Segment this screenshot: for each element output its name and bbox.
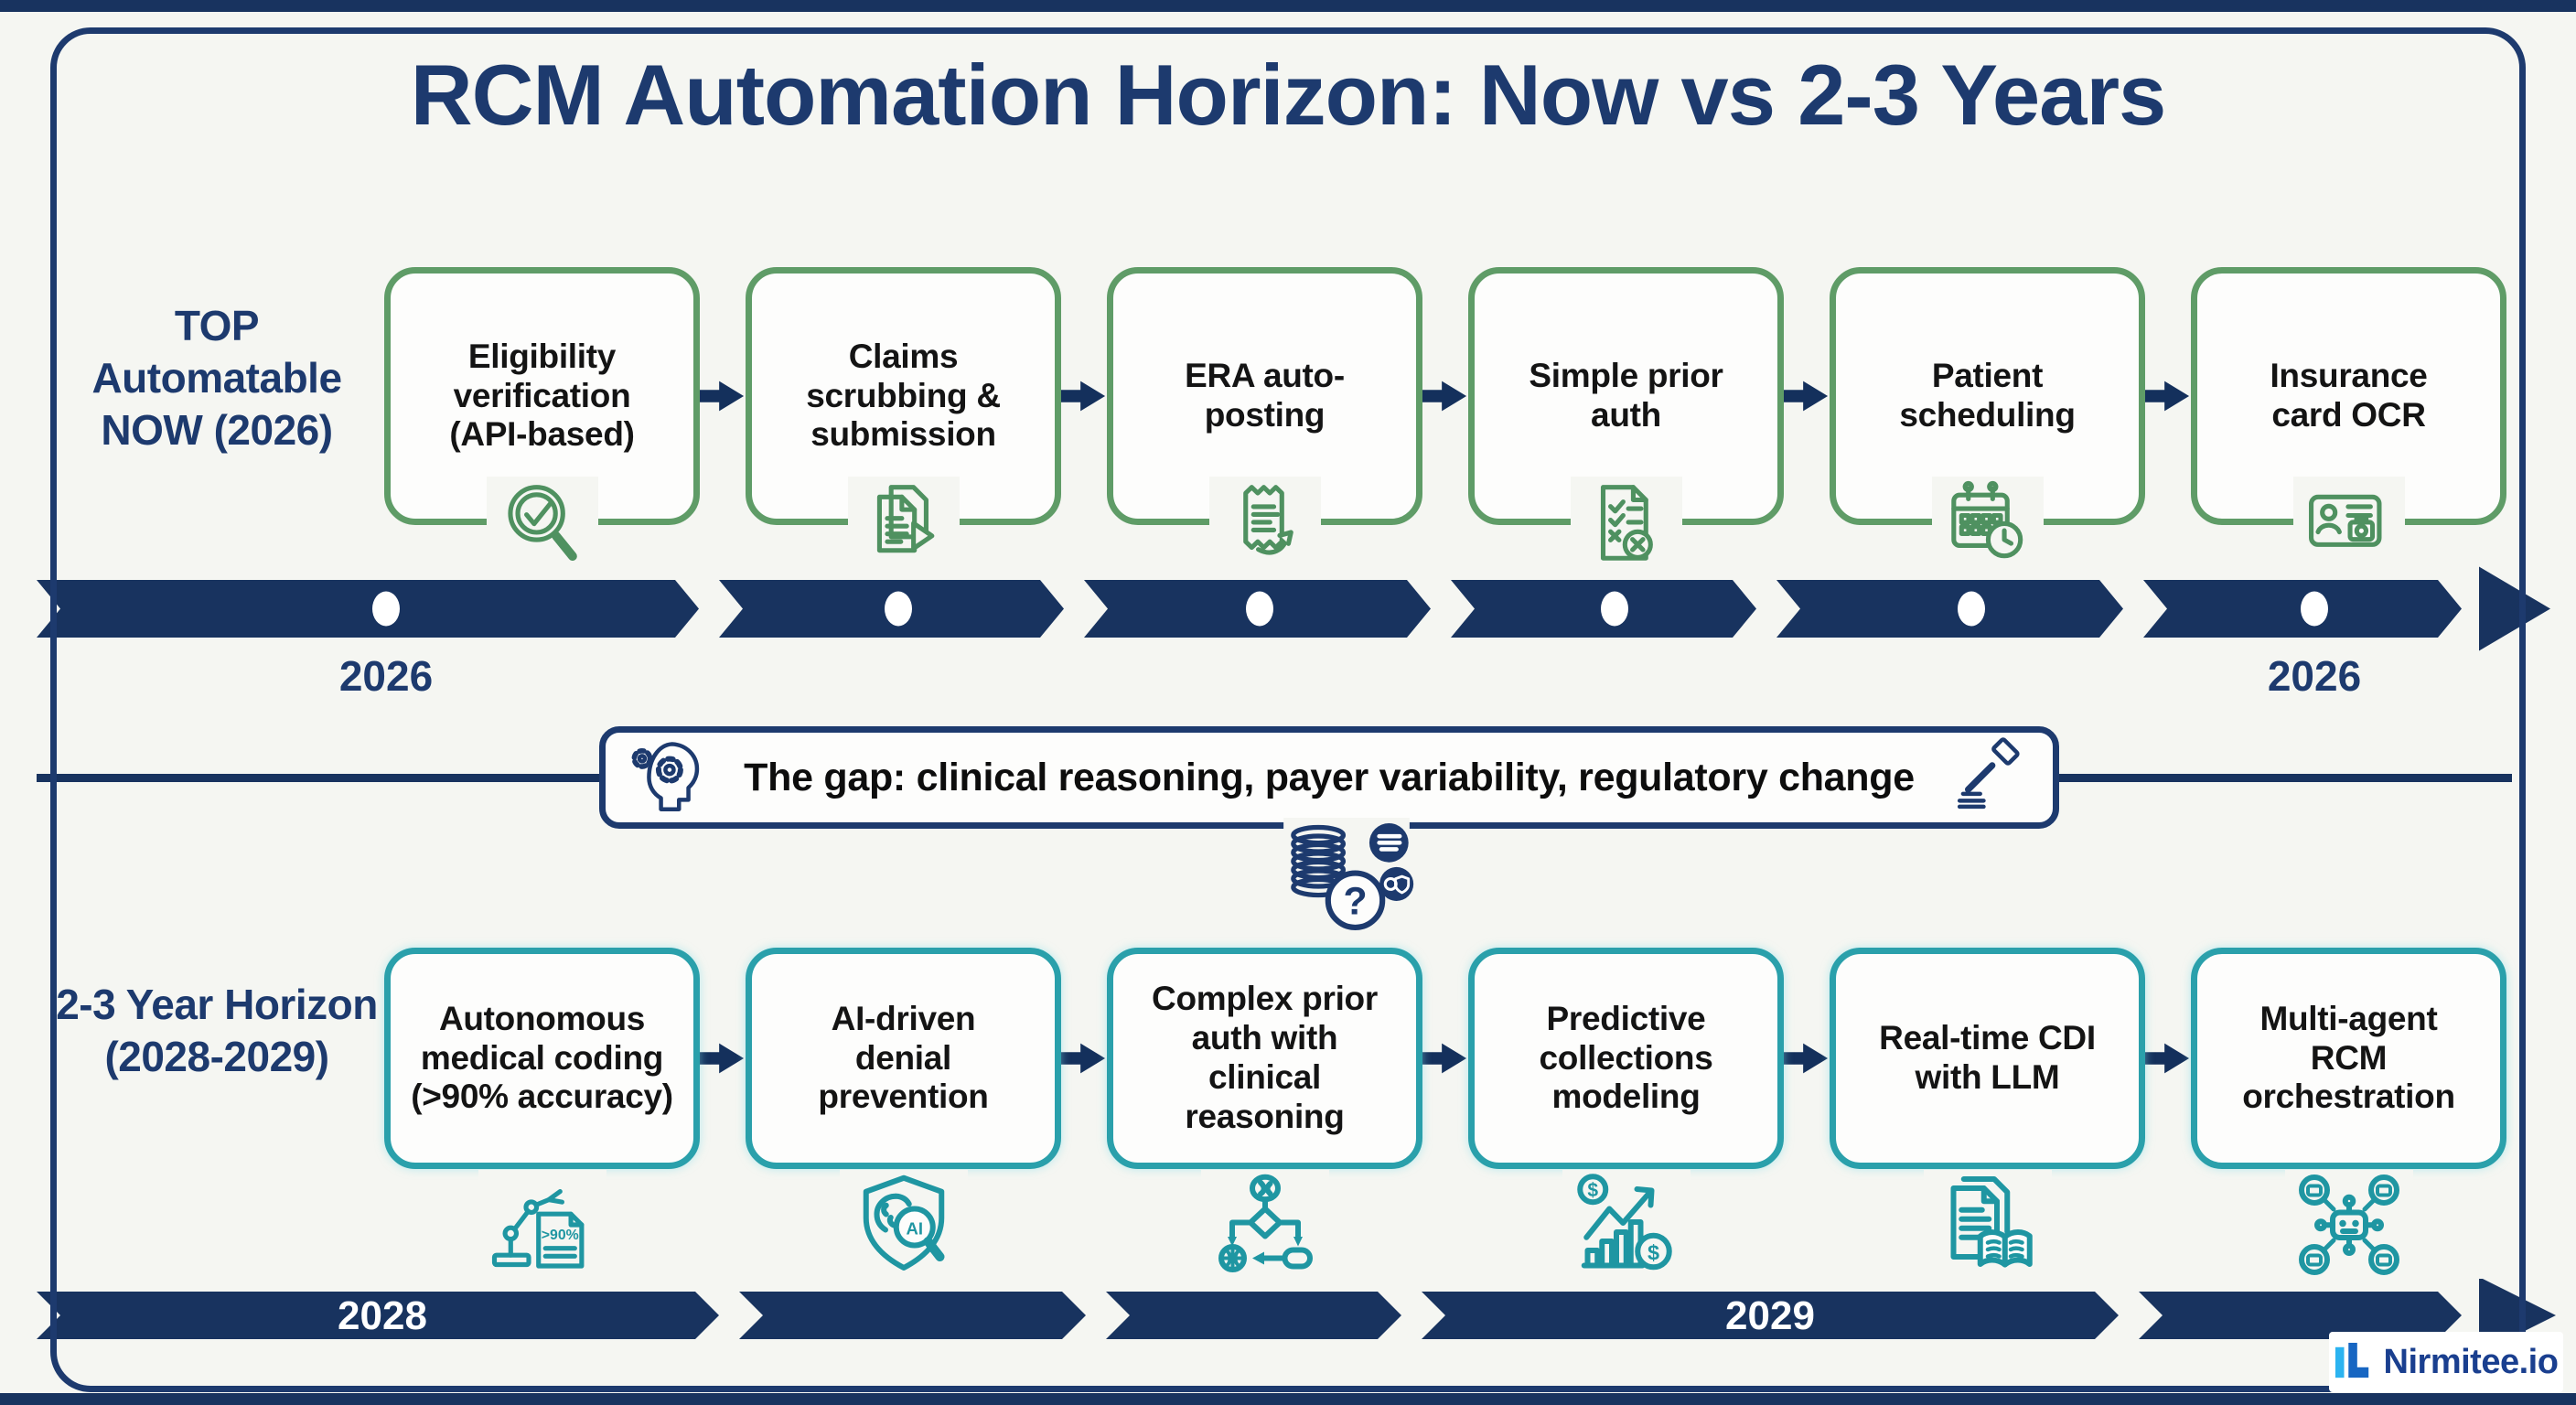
shield-brain-ai-icon: AI bbox=[839, 1170, 968, 1280]
gavel-icon bbox=[1948, 736, 2031, 819]
flow-arrow-icon bbox=[700, 267, 746, 525]
checklist-cross-icon bbox=[1570, 477, 1682, 570]
process-box: Patient scheduling bbox=[1830, 267, 2145, 570]
future-boxes-row: Autonomous medical coding (>90% accuracy… bbox=[384, 948, 2506, 1280]
process-box: Eligibility verification (API-based) bbox=[384, 267, 700, 570]
process-box-label: Real-time CDI with LLM bbox=[1879, 1019, 2096, 1096]
process-box-label: Insurance card OCR bbox=[2270, 357, 2428, 434]
flow-arrow-icon bbox=[1784, 267, 1830, 525]
svg-text:$: $ bbox=[1647, 1241, 1658, 1265]
process-box-label: Complex prior auth with clinical reasoni… bbox=[1152, 980, 1378, 1135]
process-box-label: ERA auto- posting bbox=[1185, 357, 1345, 434]
brand-logo: Nirmitee.io bbox=[2329, 1332, 2563, 1392]
timeline-year-label: 2028 bbox=[338, 1293, 427, 1338]
process-box-label: Claims scrubbing & submission bbox=[806, 337, 1001, 454]
timeline-year-label: 2026 bbox=[338, 652, 434, 700]
flow-arrow-icon bbox=[700, 948, 746, 1169]
question-glyph: ? bbox=[1343, 880, 1367, 924]
robot-arm-document-icon: >90% bbox=[478, 1170, 606, 1280]
calendar-clock-icon bbox=[1931, 477, 2044, 570]
process-box: Complex prior auth with clinical reasoni… bbox=[1107, 948, 1422, 1280]
brand-name: Nirmitee.io bbox=[2383, 1342, 2559, 1381]
documents-arrow-icon bbox=[847, 477, 960, 570]
now-section-label: TOP Automatable NOW (2026) bbox=[91, 302, 342, 455]
process-box: Predictive collections modeling$$ bbox=[1468, 948, 1784, 1280]
process-box-label: Predictive collections modeling bbox=[1539, 999, 1713, 1116]
process-box-label: Eligibility verification (API-based) bbox=[449, 337, 635, 454]
magnifier-check-icon bbox=[486, 477, 598, 570]
process-box-label: Simple prior auth bbox=[1529, 357, 1723, 434]
future-timeline-band bbox=[37, 1279, 2556, 1354]
process-box: Simple prior auth bbox=[1468, 267, 1784, 570]
process-box: Insurance card OCR bbox=[2191, 267, 2506, 570]
process-box-label: Patient scheduling bbox=[1899, 357, 2076, 434]
svg-text:AI: AI bbox=[906, 1219, 923, 1239]
flow-arrow-icon bbox=[1784, 948, 1830, 1169]
process-box-label: Multi-agent RCM orchestration bbox=[2242, 999, 2455, 1116]
process-box-label: AI-driven denial prevention bbox=[818, 999, 989, 1116]
top-border-strip bbox=[0, 0, 2576, 12]
flow-arrow-icon bbox=[1422, 267, 1468, 525]
coins-question-icon: ? bbox=[1277, 818, 1416, 939]
flow-arrow-icon bbox=[1061, 267, 1107, 525]
process-box-label: Autonomous medical coding (>90% accuracy… bbox=[411, 999, 673, 1116]
flow-arrow-icon bbox=[1061, 948, 1107, 1169]
process-box: ERA auto- posting bbox=[1107, 267, 1422, 570]
process-box: Autonomous medical coding (>90% accuracy… bbox=[384, 948, 700, 1280]
insurance-card-ocr-icon bbox=[2292, 477, 2405, 570]
now-boxes-row: Eligibility verification (API-based) Clai… bbox=[384, 267, 2506, 570]
timeline-year-label: 2026 bbox=[2267, 652, 2362, 700]
robot-network-icon bbox=[2284, 1170, 2413, 1280]
flow-arrow-icon bbox=[1422, 948, 1468, 1169]
flow-arrow-icon bbox=[2145, 948, 2191, 1169]
brain-flowchart-icon bbox=[1200, 1170, 1329, 1280]
gap-banner: The gap: clinical reasoning, payer varia… bbox=[599, 726, 2059, 829]
process-box: Multi-agent RCM orchestration bbox=[2191, 948, 2506, 1280]
receipt-arrow-icon bbox=[1208, 477, 1321, 570]
timeline-year-label: 2029 bbox=[1725, 1293, 1815, 1338]
svg-text:>90%: >90% bbox=[541, 1228, 578, 1243]
now-timeline-band bbox=[37, 566, 2550, 651]
document-book-icon bbox=[1923, 1170, 2052, 1280]
bottom-border-strip bbox=[0, 1393, 2576, 1405]
process-box: Claims scrubbing & submission bbox=[746, 267, 1061, 570]
head-gears-icon bbox=[628, 736, 710, 819]
page-title: RCM Automation Horizon: Now vs 2-3 Years bbox=[410, 47, 2167, 143]
growth-chart-dollar-icon: $$ bbox=[1562, 1170, 1690, 1280]
svg-text:$: $ bbox=[1587, 1180, 1598, 1201]
process-box: Real-time CDI with LLM bbox=[1830, 948, 2145, 1280]
flow-arrow-icon bbox=[2145, 267, 2191, 525]
future-section-label: 2-3 Year Horizon (2028-2029) bbox=[56, 981, 378, 1081]
nirmitee-logo-icon bbox=[2334, 1341, 2373, 1383]
gap-banner-text: The gap: clinical reasoning, payer varia… bbox=[744, 755, 1915, 799]
